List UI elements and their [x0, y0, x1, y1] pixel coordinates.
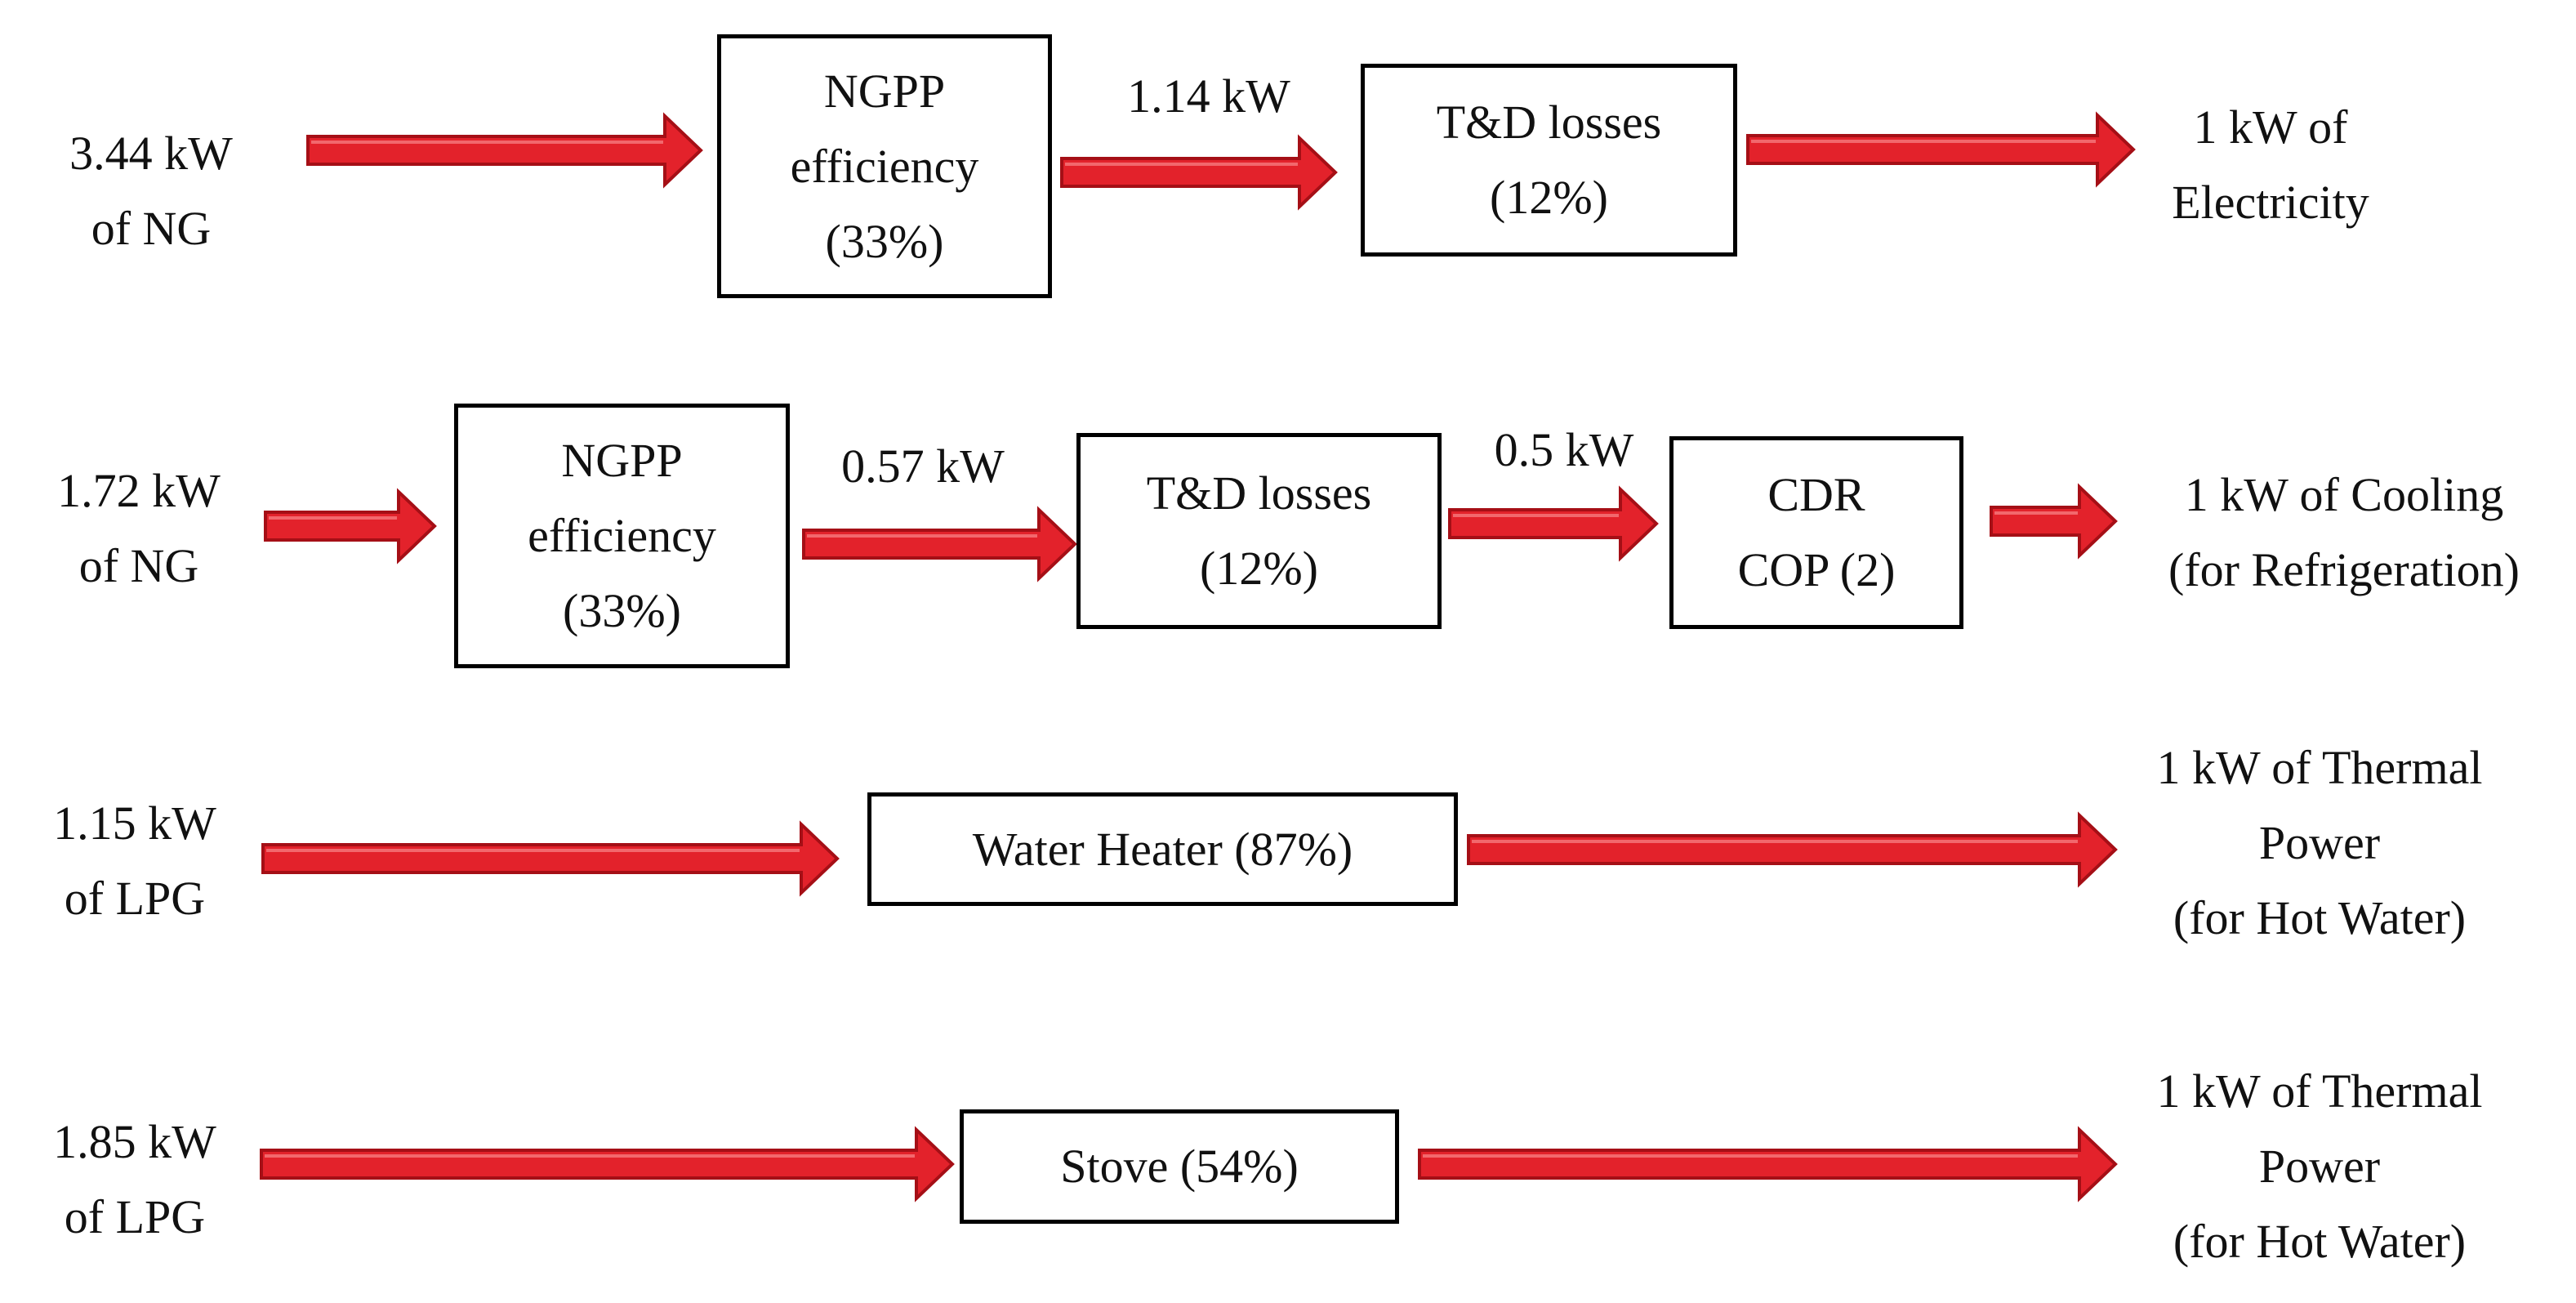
output-label-line: Power: [2258, 816, 2381, 869]
arrow-shape: [1990, 483, 2118, 560]
flow-arrow: [1990, 483, 2118, 560]
input-label-line: 1.85 kW: [53, 1115, 216, 1168]
process-box-water-heater: Water Heater (87%): [867, 792, 1458, 906]
output-label-line: 1 kW of Thermal: [2156, 1064, 2483, 1118]
arrow-shape: [306, 112, 703, 189]
box-label-line: (12%): [1200, 542, 1318, 595]
output-label: 1 kW of Cooling (for Refrigeration): [2115, 457, 2573, 608]
input-label-line: of LPG: [64, 1190, 206, 1243]
flow-arrow: [261, 820, 840, 897]
process-box-td-losses: T&D losses (12%): [1076, 433, 1442, 629]
arrow-shape: [1418, 1126, 2118, 1203]
flow-arrow: [802, 506, 1077, 582]
box-label-line: NGPP: [823, 64, 946, 118]
output-label-line: Electricity: [2172, 176, 2369, 229]
box-label-line: T&D losses: [1146, 466, 1372, 520]
box-label-line: Stove (54%): [1060, 1140, 1299, 1193]
process-box-cdr-cop: CDR COP (2): [1669, 436, 1963, 629]
process-box-td-losses: T&D losses (12%): [1361, 64, 1737, 257]
arrow-shape: [261, 820, 840, 897]
arrow-shape: [264, 488, 437, 564]
input-label-line: of LPG: [64, 872, 206, 925]
box-label-line: (12%): [1490, 171, 1608, 224]
input-label-line: of NG: [91, 202, 212, 255]
arrow-shape: [260, 1126, 955, 1203]
box-label-line: efficiency: [528, 509, 716, 562]
flow-arrow: [1746, 111, 2136, 188]
output-label-line: (for Hot Water): [2173, 1215, 2467, 1268]
arrow-shape: [1746, 111, 2136, 188]
flow-arrow: [260, 1126, 955, 1203]
box-label-line: (33%): [825, 214, 944, 268]
output-label-line: (for Refrigeration): [2168, 543, 2520, 596]
input-label: 1.72 kW of NG: [20, 453, 257, 604]
flow-arrow: [1448, 485, 1659, 562]
input-label-line: 3.44 kW: [69, 127, 233, 180]
input-label-line: 1.15 kW: [53, 797, 216, 850]
input-label: 1.15 kW of LPG: [16, 786, 253, 936]
flow-value-label: 0.57 kW: [841, 440, 1005, 493]
flow-value-label: 0.5 kW: [1494, 423, 1634, 476]
flow-arrow: [1418, 1126, 2118, 1203]
input-label-line: 1.72 kW: [57, 464, 221, 517]
arrow-shape: [802, 506, 1077, 582]
process-box-ngpp: NGPP efficiency (33%): [454, 404, 790, 668]
arrow-shape: [1448, 485, 1659, 562]
arrow-shape: [1467, 811, 2118, 888]
box-label-line: (33%): [563, 584, 681, 637]
box-label-line: COP (2): [1737, 543, 1896, 596]
flow-value-label: 1.14 kW: [1127, 69, 1290, 123]
output-label-line: Power: [2258, 1140, 2381, 1193]
output-label: 1 kW of Thermal Power (for Hot Water): [2107, 1054, 2532, 1279]
box-label-line: NGPP: [561, 434, 683, 487]
output-label-line: 1 kW of Cooling: [2184, 468, 2504, 521]
flow-arrow: [264, 488, 437, 564]
input-label: 1.85 kW of LPG: [16, 1104, 253, 1255]
box-label-line: T&D losses: [1436, 96, 1662, 149]
arrow-shape: [1060, 134, 1338, 211]
flow-arrow: [1060, 134, 1338, 211]
box-label-line: efficiency: [790, 139, 979, 193]
output-label: 1 kW of Thermal Power (for Hot Water): [2107, 730, 2532, 956]
output-label: 1 kW of Electricity: [2107, 90, 2434, 240]
flow-arrow: [306, 112, 703, 189]
process-box-stove: Stove (54%): [960, 1109, 1399, 1224]
output-label-line: 1 kW of: [2193, 100, 2348, 154]
box-label-line: CDR: [1767, 468, 1865, 521]
box-label-line: Water Heater (87%): [972, 822, 1353, 876]
flow-arrow: [1467, 811, 2118, 888]
output-label-line: 1 kW of Thermal: [2156, 741, 2483, 794]
output-label-line: (for Hot Water): [2173, 891, 2467, 944]
process-box-ngpp: NGPP efficiency (33%): [717, 34, 1052, 298]
input-label-line: of NG: [78, 539, 199, 592]
input-label: 3.44 kW of NG: [33, 116, 270, 266]
